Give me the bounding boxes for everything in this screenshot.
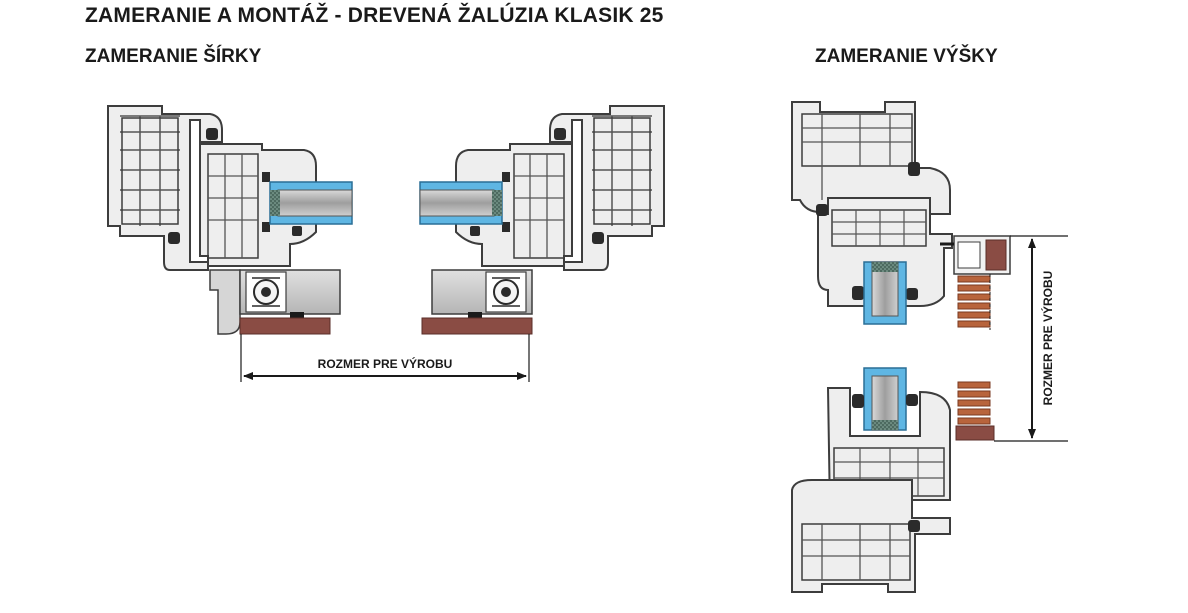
width-dimension: ROZMER PRE VÝROBU xyxy=(240,334,530,382)
width-dimension-label: ROZMER PRE VÝROBU xyxy=(318,356,453,371)
height-dimension: ROZMER PRE VÝROBU xyxy=(994,235,1068,442)
window-profile-vertical-icon xyxy=(791,101,1011,593)
height-section-heading: ZAMERANIE VÝŠKY xyxy=(815,46,998,67)
window-profile-left-icon xyxy=(107,105,353,335)
page-title: ZAMERANIE A MONTÁŽ - DREVENÁ ŽALÚZIA KLA… xyxy=(85,4,664,27)
width-section-heading: ZAMERANIE ŠÍRKY xyxy=(85,46,262,67)
window-profile-right-icon xyxy=(419,105,665,335)
height-dimension-label: ROZMER PRE VÝROBU xyxy=(1040,271,1055,406)
